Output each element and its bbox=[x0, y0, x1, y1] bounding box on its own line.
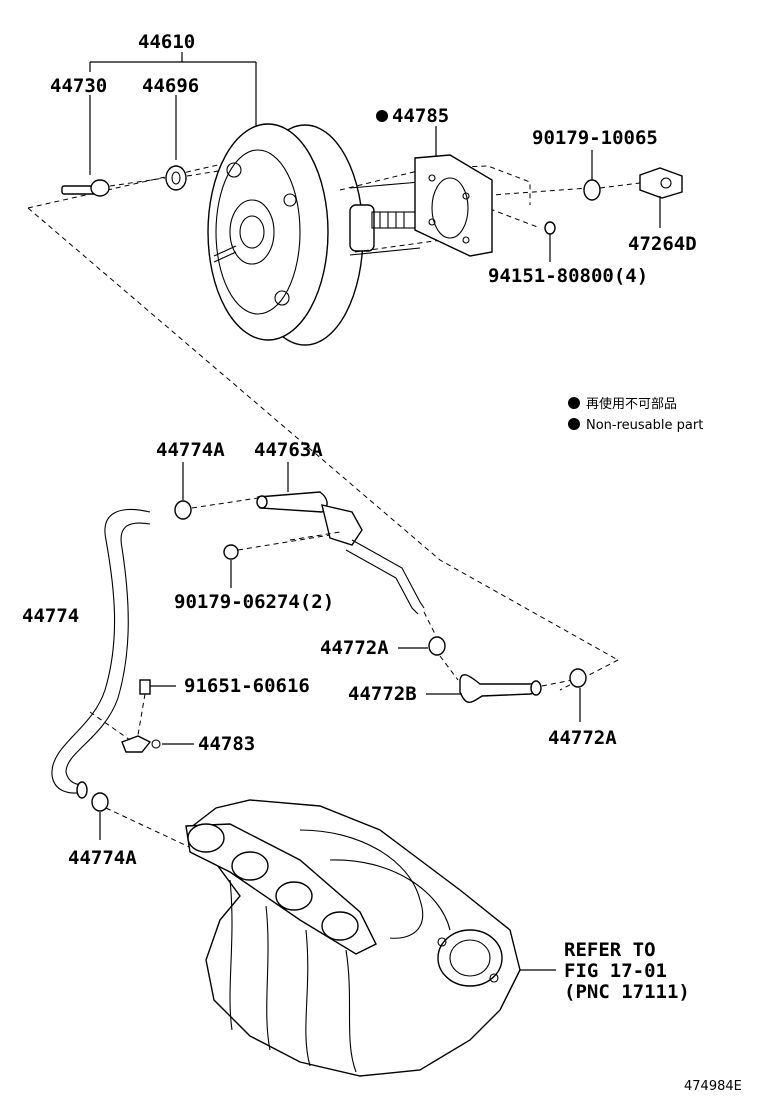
check-valve bbox=[237, 462, 425, 615]
callout-44610: 44610 bbox=[138, 31, 195, 53]
legend-mark-en bbox=[568, 418, 580, 430]
clamp-right bbox=[541, 668, 587, 722]
pin-part bbox=[599, 167, 683, 228]
callout-44730: 44730 bbox=[50, 75, 107, 97]
bolt-part bbox=[137, 679, 176, 736]
refer-line-3: (PNC 17111) bbox=[564, 981, 690, 1003]
intake-manifold bbox=[185, 799, 556, 1077]
callout-47264D: 47264D bbox=[628, 233, 697, 255]
callout-44696: 44696 bbox=[142, 75, 199, 97]
callout-91651-60616: 91651-60616 bbox=[184, 675, 310, 697]
callout-44785: 44785 bbox=[392, 105, 449, 127]
callout-44774A-lower: 44774A bbox=[68, 847, 137, 869]
refer-line-1: REFER TO bbox=[564, 939, 656, 961]
refer-line-2: FIG 17-01 bbox=[564, 960, 667, 982]
assembly-boundary bbox=[27, 164, 219, 209]
booster-nut bbox=[544, 221, 556, 262]
grommet-part bbox=[165, 165, 226, 191]
legend-mark-jp bbox=[568, 397, 580, 409]
hose-short bbox=[426, 674, 542, 703]
clamp-mid bbox=[398, 611, 459, 681]
gasket-part bbox=[414, 126, 493, 257]
callout-44763A: 44763A bbox=[254, 439, 323, 461]
assembly-bracket bbox=[89, 52, 257, 175]
callout-44783: 44783 bbox=[198, 733, 255, 755]
legend-text-jp: 再使用不可部品 bbox=[586, 396, 677, 412]
callout-44772A-mid: 44772A bbox=[320, 637, 389, 659]
callout-44774: 44774 bbox=[22, 605, 79, 627]
brake-booster bbox=[207, 123, 589, 346]
callout-44772A-right: 44772A bbox=[548, 727, 617, 749]
callout-94151-80800: 94151-80800(4) bbox=[488, 265, 648, 287]
figure-id: 474984E bbox=[684, 1079, 742, 1094]
legend-text-en: Non-reusable part bbox=[586, 418, 703, 433]
boundary-right bbox=[559, 659, 619, 691]
bracket-nut bbox=[223, 544, 239, 588]
callout-44774A-upper: 44774A bbox=[156, 439, 225, 461]
clamp-lower bbox=[91, 792, 201, 853]
clamp-upper bbox=[174, 462, 259, 520]
non-reusable-mark bbox=[376, 110, 388, 122]
legend: 再使用不可部品 Non-reusable part bbox=[568, 396, 703, 433]
callout-90179-06274: 90179-06274(2) bbox=[174, 591, 334, 613]
clevis-part bbox=[61, 177, 166, 197]
clip-part bbox=[89, 711, 194, 753]
callout-44772B: 44772B bbox=[348, 683, 417, 705]
callout-90179-10065: 90179-10065 bbox=[532, 127, 658, 149]
assembly-boundary-diagonal bbox=[27, 207, 619, 661]
vacuum-hose-long bbox=[51, 508, 151, 799]
nut-part bbox=[583, 150, 601, 201]
